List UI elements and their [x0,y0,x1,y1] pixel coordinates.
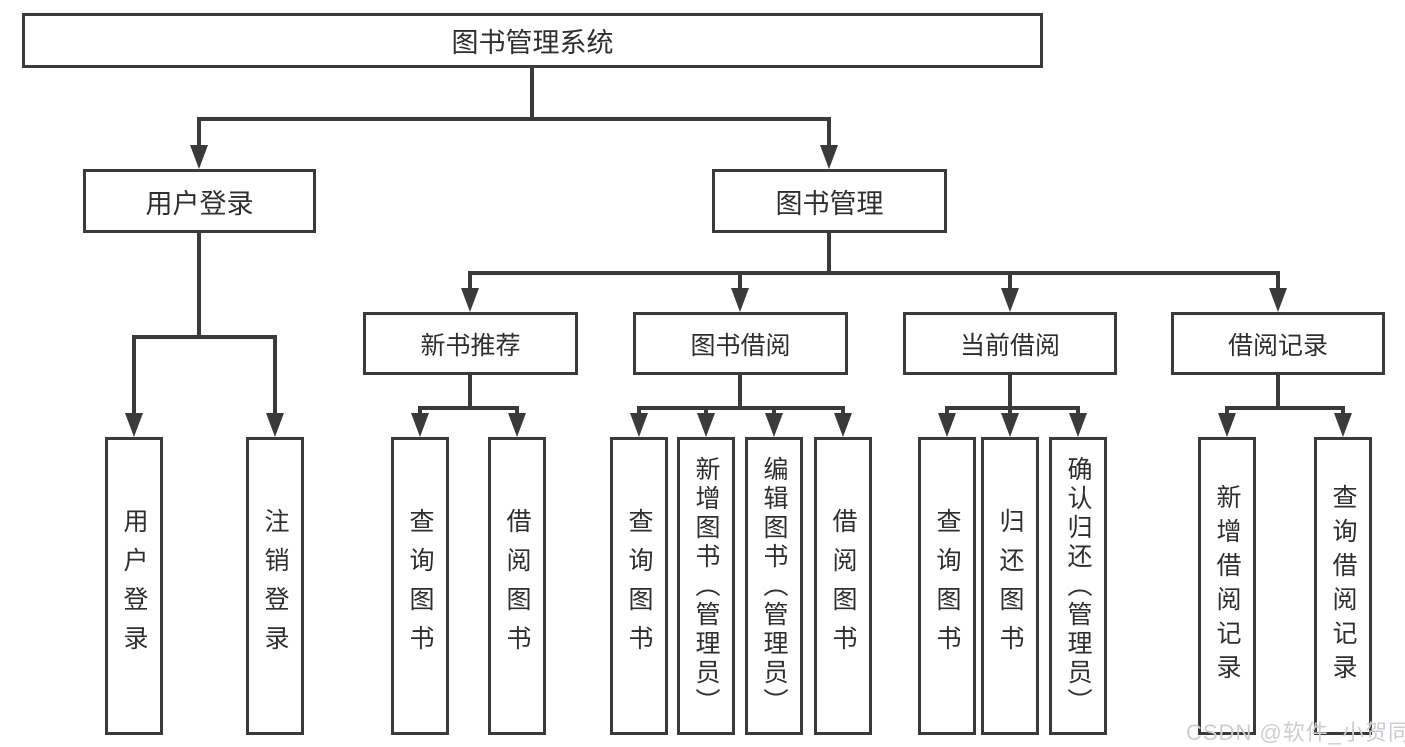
leaf-label: 查询图书 [406,508,434,664]
connector-arrowhead [765,413,783,437]
leaf-label: 确认归还（管理员） [1064,455,1092,717]
connector-arrowhead [938,413,956,437]
node-book-borrowing: 图书借阅 [633,312,848,375]
connector-arrowhead [834,413,852,437]
leaf-user-login: 用户登录 [105,437,163,735]
leaf-borrow-books: 借阅图书 [488,437,546,735]
connector-arrowhead [1001,413,1019,437]
node-book-management: 图书管理 [712,169,947,233]
leaf-query-books: 查询图书 [391,437,449,735]
leaf-label: 查询图书 [933,508,961,664]
leaf-label: 新增借阅记录 [1213,484,1241,688]
connector-arrowhead [461,288,479,312]
leaf-label: 归还图书 [996,508,1024,664]
connector-arrowhead [411,413,429,437]
leaf-label: 查询借阅记录 [1329,484,1357,688]
connector-arrowhead [1001,288,1019,312]
node-label: 借阅记录 [1227,331,1328,360]
leaf-borrow-books: 借阅图书 [814,437,872,735]
connector-arrowhead [1218,413,1236,437]
node-label: 图书借阅 [690,331,791,360]
connector-arrowhead [1269,288,1287,312]
leaf-label: 新增图书（管理员） [692,455,720,717]
leaf-label: 查询图书 [625,508,653,664]
connector-arrowhead [266,413,284,437]
connector-arrowhead [1334,413,1352,437]
leaf-confirm-return-admin: 确认归还（管理员） [1049,437,1107,735]
node-root-label: 图书管理系统 [451,28,614,58]
connector-arrowhead [1069,413,1087,437]
connector-arrowhead [125,413,143,437]
leaf-label: 借阅图书 [829,508,857,664]
watermark: CSDN @软件_小贺同学 [1186,720,1405,745]
connector-arrowhead [630,413,648,437]
leaf-edit-books-admin: 编辑图书（管理员） [745,437,803,735]
leaf-query-books: 查询图书 [610,437,668,735]
leaf-label: 编辑图书（管理员） [760,455,788,717]
connector-arrowhead [731,288,749,312]
leaf-label: 用户登录 [120,508,148,664]
leaf-return-books: 归还图书 [981,437,1039,735]
node-new-book-recommendation: 新书推荐 [363,312,578,375]
node-user-login-label: 用户登录 [145,188,254,219]
node-borrowing-records: 借阅记录 [1171,312,1385,375]
node-label: 新书推荐 [420,331,521,360]
leaf-query-books: 查询图书 [918,437,976,735]
connector-arrowhead [190,145,208,169]
leaf-label: 注销登录 [261,508,289,664]
connector-arrowhead [697,413,715,437]
leaf-label: 借阅图书 [503,508,531,664]
node-user-login: 用户登录 [83,169,316,233]
leaf-add-borrow-record: 新增借阅记录 [1198,437,1256,735]
leaf-add-books-admin: 新增图书（管理员） [677,437,735,735]
connector-arrowhead [508,413,526,437]
leaf-query-borrow-record: 查询借阅记录 [1314,437,1372,735]
node-label: 当前借阅 [959,331,1060,360]
node-current-borrowing: 当前借阅 [903,312,1117,375]
leaf-logout: 注销登录 [246,437,304,735]
connector-arrowhead [820,145,838,169]
node-root: 图书管理系统 [22,13,1043,68]
node-book-management-label: 图书管理 [775,188,884,219]
